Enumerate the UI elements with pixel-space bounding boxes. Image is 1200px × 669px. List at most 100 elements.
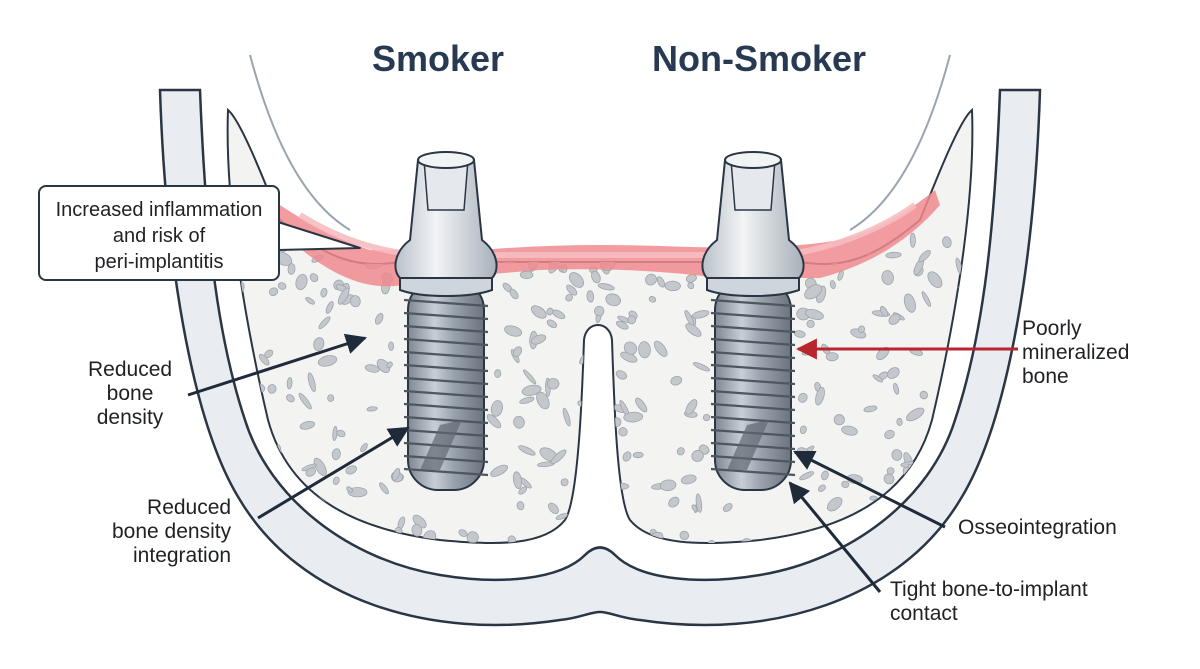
trabecula (687, 282, 695, 290)
trabecula (350, 295, 361, 308)
trabecula (668, 496, 680, 508)
implant-thread (403, 467, 489, 477)
trabecula (605, 293, 621, 307)
trabecula (267, 384, 277, 394)
trabecula (606, 519, 614, 540)
trabecula (309, 273, 319, 283)
label-line: bone (1022, 365, 1069, 388)
trabecula (821, 470, 829, 481)
implant-thread (710, 363, 796, 373)
trabecula (320, 287, 328, 298)
trabecula (965, 237, 973, 249)
trabecula (228, 292, 240, 305)
trabecula (227, 325, 241, 344)
trabecula (722, 503, 733, 512)
trabecula (648, 295, 657, 303)
trabecula (305, 467, 316, 477)
heading-non-smoker: Non-Smoker (652, 38, 867, 79)
trabecula (799, 425, 807, 435)
callout-line: and risk of (112, 225, 206, 247)
trabecula (804, 284, 823, 300)
trabecula (298, 392, 312, 410)
trabecula (555, 513, 569, 520)
trabecula (891, 449, 903, 461)
trabecula (392, 468, 401, 481)
trabecula (509, 288, 519, 300)
trabecula (530, 334, 547, 345)
trabecula (906, 407, 925, 422)
trabecula (504, 325, 523, 337)
trabecula (388, 341, 395, 351)
trabecula (366, 406, 378, 412)
trabecula (560, 478, 569, 487)
trabecula (883, 473, 895, 485)
trabecula (857, 325, 866, 334)
trabecula (653, 340, 668, 357)
trabecula (934, 438, 942, 444)
trabecula (287, 263, 296, 275)
implant-thread (403, 311, 489, 321)
trabecula (346, 486, 353, 493)
trabecula (910, 462, 932, 473)
label-tight-contact: Tight bone-to-implant contact (890, 578, 1088, 626)
implant-thread (710, 350, 796, 360)
trabecula (420, 549, 435, 564)
trabecula (909, 232, 916, 248)
trabecula (522, 369, 537, 385)
implant-thread (403, 298, 489, 308)
trabecula (548, 502, 559, 514)
trabecula (313, 337, 325, 351)
trabecula (688, 548, 703, 567)
trabecula (490, 400, 503, 417)
label-reduced-integration: Reduced bone density integration (112, 496, 231, 568)
trabecula (521, 384, 542, 396)
trabecula (239, 387, 252, 396)
implant-thread (710, 311, 796, 321)
trabecula (918, 250, 931, 262)
trabecula (379, 482, 389, 495)
trabecula (364, 364, 380, 373)
trabecula (833, 414, 845, 426)
trabecula (903, 293, 916, 313)
trabecula (566, 284, 578, 296)
trabecula (691, 449, 704, 462)
trabecula (277, 282, 287, 290)
trabecula (261, 438, 274, 446)
trabecula (692, 362, 711, 372)
implant-thread (710, 324, 796, 334)
trabecula (817, 484, 826, 492)
trabecula (804, 308, 824, 321)
trabecula (512, 471, 523, 489)
jaw-outer-cortex (158, 88, 1042, 627)
trabecula (486, 414, 502, 429)
trabecula (519, 270, 534, 280)
trabecula (863, 405, 878, 413)
label-line: integration (133, 544, 232, 567)
trabecula (331, 448, 341, 461)
trabecula (325, 301, 334, 314)
trabecula (268, 287, 279, 296)
implant-thread (710, 389, 796, 399)
trabecula (798, 392, 808, 403)
trabecula (374, 312, 384, 325)
trabecula (318, 316, 331, 330)
label-reduced-bone-density: Reduced bone density (88, 358, 172, 430)
trabecula (826, 496, 843, 512)
trabecula (519, 396, 535, 405)
trabecula (638, 341, 651, 359)
label-line: bone (106, 382, 154, 405)
trabecula (707, 540, 716, 544)
trabecula (600, 486, 613, 496)
label-poorly-mineralized: Poorly mineralized bone (1022, 317, 1129, 389)
right-tissue-contour (849, 54, 951, 231)
implant-thread (403, 337, 489, 347)
trabecula (945, 377, 955, 386)
trabecula (888, 313, 901, 325)
trabecula (627, 315, 637, 325)
trabecula (258, 353, 270, 366)
implant-nonsmoker (701, 151, 805, 491)
implant-thread (710, 298, 796, 308)
trabecula (604, 419, 614, 437)
trabecula (921, 291, 932, 307)
